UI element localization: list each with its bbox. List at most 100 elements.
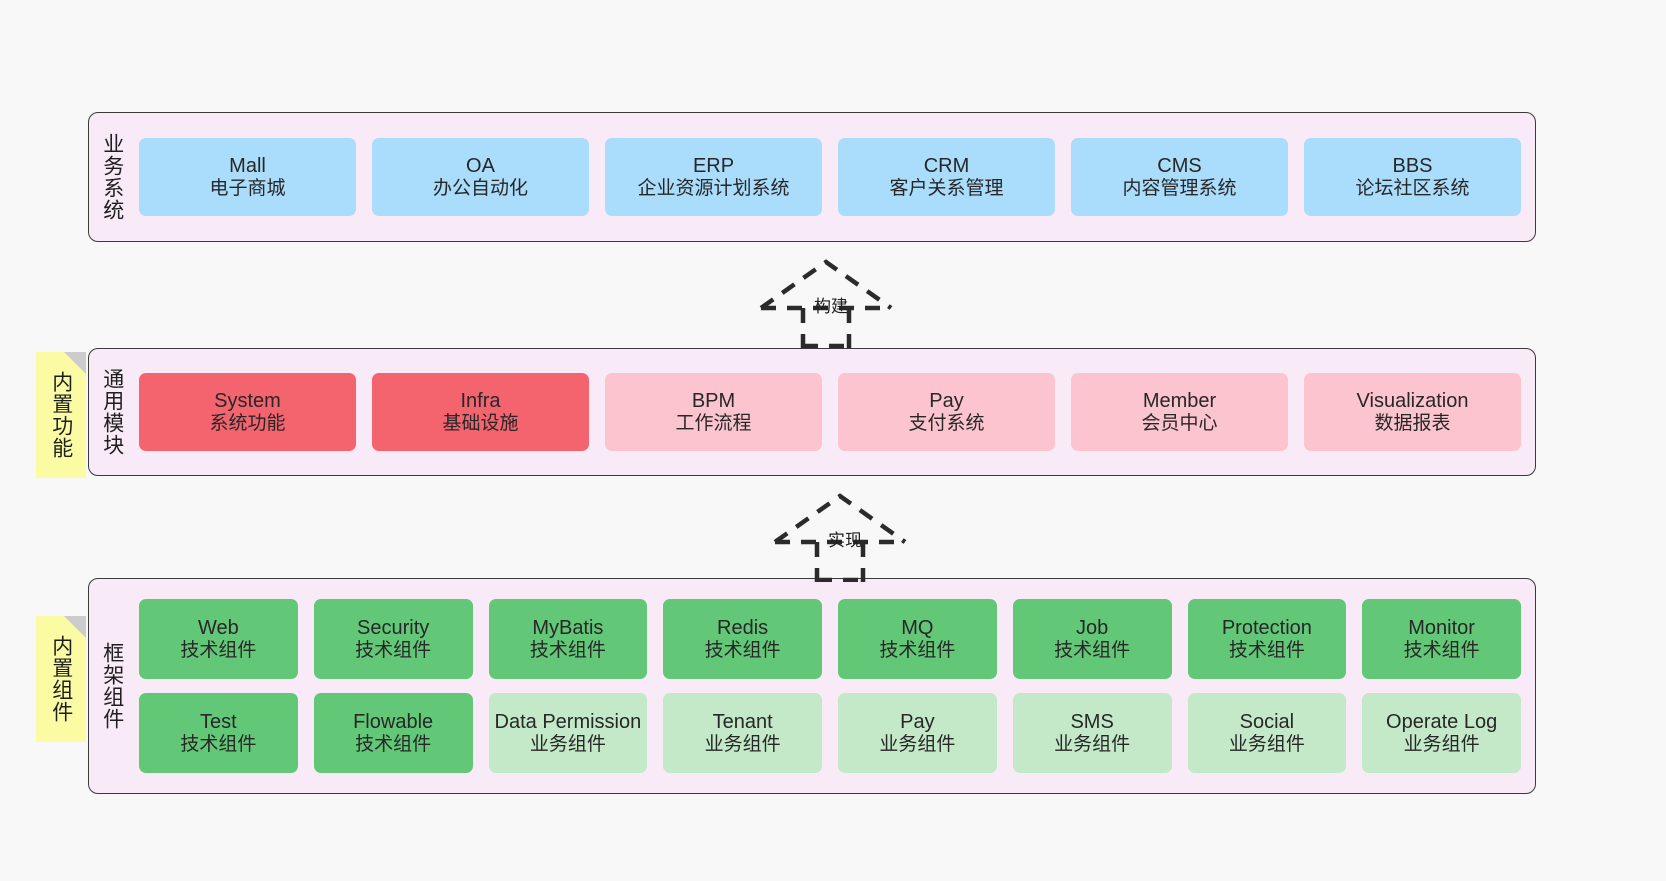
component-type-cn: 业务组件 (1228, 733, 1305, 755)
note-builtin-component: 内置组件 (36, 616, 86, 742)
layer-row: Web 技术组件 Security 技术组件 MyBatis 技术组件 Redi… (139, 599, 1521, 679)
component-type-cn: 技术组件 (704, 639, 781, 661)
module-card-member[interactable]: Member 会员中心 (1071, 373, 1288, 451)
module-name-en: Infra (460, 389, 501, 412)
connector-label-build: 构建 (814, 297, 848, 316)
component-card-data-permission[interactable]: Data Permission 业务组件 (488, 693, 648, 773)
component-card-security[interactable]: Security 技术组件 (313, 599, 473, 679)
component-name-en: Monitor (1408, 616, 1475, 639)
component-type-cn: 技术组件 (1228, 639, 1305, 661)
module-name-cn: 工作流程 (675, 412, 752, 434)
component-card-operate-log[interactable]: Operate Log 业务组件 (1362, 693, 1521, 773)
note-fold-corner-icon (64, 616, 86, 638)
module-name-cn: 企业资源计划系统 (637, 177, 790, 199)
module-name-en: BPM (691, 389, 736, 412)
layer-row: Test 技术组件 Flowable 技术组件 Data Permission … (139, 693, 1521, 773)
connector-build-arrow (756, 256, 906, 349)
module-card-erp[interactable]: ERP 企业资源计划系统 (605, 138, 822, 216)
component-type-cn: 业务组件 (1403, 733, 1480, 755)
module-name-cn: 电子商城 (209, 177, 286, 199)
component-type-cn: 技术组件 (355, 639, 432, 661)
module-card-crm[interactable]: CRM 客户关系管理 (838, 138, 1055, 216)
component-name-en: MQ (901, 616, 934, 639)
layer-title-common: 通用模块 (100, 368, 124, 456)
component-name-en: Operate Log (1386, 710, 1498, 733)
note-builtin-function: 内置功能 (36, 352, 86, 478)
module-name-cn: 系统功能 (209, 412, 286, 434)
module-name-en: Mall (229, 154, 266, 177)
component-type-cn: 业务组件 (879, 733, 956, 755)
component-type-cn: 业务组件 (529, 733, 606, 755)
module-name-en: BBS (1392, 154, 1433, 177)
module-name-en: System (214, 389, 281, 412)
module-name-cn: 支付系统 (908, 412, 985, 434)
module-card-infra[interactable]: Infra 基础设施 (372, 373, 589, 451)
component-name-en: Security (357, 616, 430, 639)
module-card-system[interactable]: System 系统功能 (139, 373, 356, 451)
note-label: 内置功能 (49, 371, 73, 459)
component-type-cn: 技术组件 (355, 733, 432, 755)
module-name-en: Member (1142, 389, 1217, 412)
module-name-cn: 论坛社区系统 (1355, 177, 1470, 199)
module-card-cms[interactable]: CMS 内容管理系统 (1071, 138, 1288, 216)
layer-body-framework: Web 技术组件 Security 技术组件 MyBatis 技术组件 Redi… (135, 579, 1535, 793)
module-card-visualization[interactable]: Visualization 数据报表 (1304, 373, 1521, 451)
component-type-cn: 技术组件 (1054, 639, 1131, 661)
component-card-mq[interactable]: MQ 技术组件 (838, 599, 997, 679)
component-card-job[interactable]: Job 技术组件 (1012, 599, 1172, 679)
component-name-en: Job (1076, 616, 1109, 639)
module-name-cn: 内容管理系统 (1122, 177, 1237, 199)
component-name-en: Redis (717, 616, 769, 639)
component-type-cn: 技术组件 (180, 639, 257, 661)
layer-row: Mall 电子商城 OA 办公自动化 ERP 企业资源计划系统 CRM 客户关系… (139, 138, 1521, 216)
component-name-en: Social (1239, 710, 1295, 733)
component-card-sms[interactable]: SMS 业务组件 (1012, 693, 1172, 773)
component-name-en: Web (197, 616, 239, 639)
note-label: 内置组件 (49, 635, 73, 723)
module-name-en: Visualization (1356, 389, 1469, 412)
component-name-en: Flowable (353, 710, 434, 733)
component-card-test[interactable]: Test 技术组件 (139, 693, 298, 773)
generalization-arrow-icon (773, 493, 907, 583)
component-card-redis[interactable]: Redis 技术组件 (663, 599, 822, 679)
component-name-en: SMS (1070, 710, 1114, 733)
component-card-monitor[interactable]: Monitor 技术组件 (1362, 599, 1521, 679)
module-name-cn: 办公自动化 (432, 177, 528, 199)
connector-implement-arrow (770, 490, 920, 583)
component-card-mybatis[interactable]: MyBatis 技术组件 (488, 599, 648, 679)
component-type-cn: 技术组件 (879, 639, 956, 661)
module-card-oa[interactable]: OA 办公自动化 (372, 138, 589, 216)
module-card-pay[interactable]: Pay 支付系统 (838, 373, 1055, 451)
layer-business-system: 业务系统 Mall 电子商城 OA 办公自动化 ERP 企业资源计划系统 CRM… (88, 112, 1536, 242)
layer-title-framework: 框架组件 (100, 642, 124, 730)
component-name-en: Pay (900, 710, 935, 733)
generalization-arrow-icon (759, 259, 893, 349)
component-type-cn: 技术组件 (529, 639, 606, 661)
module-name-en: ERP (692, 154, 735, 177)
component-name-en: Data Permission (494, 710, 642, 733)
module-name-en: CRM (923, 154, 970, 177)
component-name-en: Test (200, 710, 237, 733)
module-name-en: CMS (1157, 154, 1202, 177)
layer-common-module: 通用模块 System 系统功能 Infra 基础设施 BPM 工作流程 Pay… (88, 348, 1536, 476)
component-name-en: Tenant (712, 710, 773, 733)
connector-label-implement: 实现 (828, 531, 862, 550)
component-name-en: MyBatis (532, 616, 604, 639)
module-card-bpm[interactable]: BPM 工作流程 (605, 373, 822, 451)
module-card-mall[interactable]: Mall 电子商城 (139, 138, 356, 216)
component-card-protection[interactable]: Protection 技术组件 (1187, 599, 1347, 679)
component-card-tenant[interactable]: Tenant 业务组件 (663, 693, 822, 773)
component-card-flowable[interactable]: Flowable 技术组件 (313, 693, 473, 773)
component-card-web[interactable]: Web 技术组件 (139, 599, 298, 679)
module-name-cn: 会员中心 (1141, 412, 1218, 434)
layer-body-business: Mall 电子商城 OA 办公自动化 ERP 企业资源计划系统 CRM 客户关系… (135, 113, 1535, 241)
module-card-bbs[interactable]: BBS 论坛社区系统 (1304, 138, 1521, 216)
component-card-pay[interactable]: Pay 业务组件 (838, 693, 997, 773)
component-name-en: Protection (1221, 616, 1312, 639)
component-card-social[interactable]: Social 业务组件 (1187, 693, 1347, 773)
layer-framework-component: 框架组件 Web 技术组件 Security 技术组件 MyBatis 技术组件… (88, 578, 1536, 794)
module-name-en: OA (466, 154, 495, 177)
module-name-cn: 基础设施 (442, 412, 519, 434)
module-name-cn: 数据报表 (1374, 412, 1451, 434)
